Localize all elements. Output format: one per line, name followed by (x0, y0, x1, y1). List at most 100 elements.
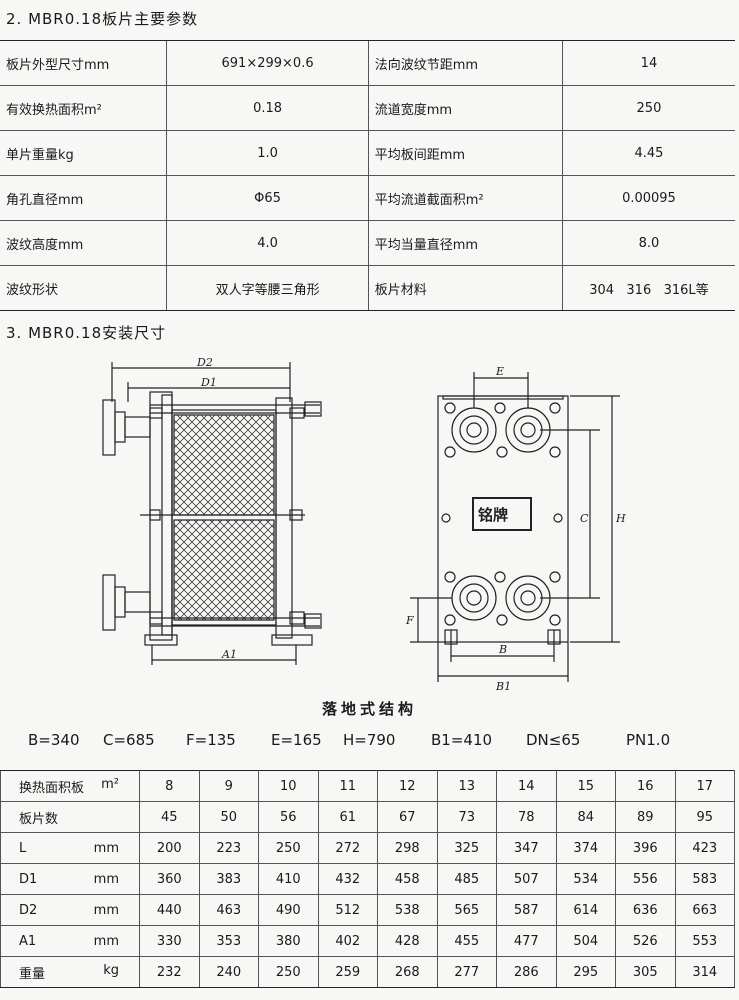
dimension-value: E=165 (271, 731, 322, 749)
param-value: 304 316 316L等 (561, 265, 735, 311)
param-label: 法向波纹节距mm (367, 40, 563, 86)
spec-cell: 268 (377, 956, 438, 988)
spec-row-label: D2 (19, 902, 38, 918)
param-label: 波纹形状 (0, 265, 167, 311)
param-label: 平均当量直径mm (367, 220, 563, 266)
param-value: Φ65 (166, 175, 369, 221)
label-e: E (495, 365, 504, 378)
spec-row-unit: mm (93, 933, 119, 949)
spec-cell: 330 (139, 925, 200, 957)
spec-cell: 455 (436, 925, 497, 957)
spec-row-header: 重量 kg (0, 956, 140, 988)
spec-cell: 553 (674, 925, 735, 957)
spec-row-unit: kg (103, 962, 119, 978)
installation-drawings: D2 D1 A1 (102, 356, 626, 693)
label-h: H (615, 512, 626, 525)
spec-cell: 298 (377, 832, 438, 864)
spec-cell: 347 (496, 832, 557, 864)
spec-cell: 314 (674, 956, 735, 988)
spec-row-unit: mm (93, 902, 119, 918)
dimension-value: PN1.0 (626, 731, 671, 749)
spec-cell: 305 (615, 956, 676, 988)
spec-cell: 45 (139, 801, 200, 833)
spec-cell: 10 (258, 770, 319, 802)
label-d1: D1 (200, 376, 217, 389)
dimension-value: B=340 (28, 731, 80, 749)
spec-cell: 485 (436, 863, 497, 895)
spec-cell: 17 (674, 770, 735, 802)
spec-cell: 396 (615, 832, 676, 864)
spec-cell: 583 (674, 863, 735, 895)
param-label: 板片外型尺寸mm (0, 40, 167, 86)
spec-row-label: 换热面积板 (19, 780, 85, 796)
spec-cell: 67 (377, 801, 438, 833)
param-value: 1.0 (166, 130, 369, 176)
spec-cell: 490 (258, 894, 319, 926)
label-b: B (498, 643, 507, 656)
spec-cell: 614 (555, 894, 616, 926)
dimension-value: C=685 (103, 731, 155, 749)
spec-row-label: 重量 (19, 966, 46, 982)
spec-cell: 526 (615, 925, 676, 957)
spec-cell: 663 (674, 894, 735, 926)
spec-cell: 16 (615, 770, 676, 802)
param-value: 691×299×0.6 (166, 40, 369, 86)
param-label: 有效换热面积m² (0, 85, 167, 131)
spec-cell: 15 (555, 770, 616, 802)
spec-cell: 512 (317, 894, 378, 926)
spec-cell: 463 (198, 894, 259, 926)
spec-row-unit: mm (93, 871, 119, 887)
spec-cell: 538 (377, 894, 438, 926)
label-d2: D2 (196, 356, 213, 369)
param-value: 双人字等腰三角形 (166, 265, 369, 311)
spec-cell: 440 (139, 894, 200, 926)
spec-row-header: 板片数 (0, 801, 140, 833)
param-value: 8.0 (561, 220, 735, 266)
spec-cell: 13 (436, 770, 497, 802)
param-value: 0.00095 (561, 175, 735, 221)
dimension-value: B1=410 (431, 731, 493, 749)
param-value: 14 (561, 40, 735, 86)
spec-cell: 504 (555, 925, 616, 957)
spec-cell: 507 (496, 863, 557, 895)
param-label: 平均板间距mm (367, 130, 563, 176)
spec-cell: 14 (496, 770, 557, 802)
spec-cell: 636 (615, 894, 676, 926)
dimension-value: H=790 (343, 731, 396, 749)
spec-cell: 458 (377, 863, 438, 895)
front-view-drawing (410, 372, 620, 682)
param-value: 4.45 (561, 130, 735, 176)
dimension-value: F=135 (186, 731, 236, 749)
side-view-drawing (102, 362, 322, 665)
spec-cell: 402 (317, 925, 378, 957)
spec-cell: 73 (436, 801, 497, 833)
nameplate-label: 铭牌 (478, 506, 508, 524)
spec-cell: 259 (317, 956, 378, 988)
spec-row-unit: mm (93, 840, 119, 856)
spec-cell: 11 (317, 770, 378, 802)
section3-title: 3. MBR0.18安装尺寸 (6, 324, 167, 342)
spec-cell: 95 (674, 801, 735, 833)
param-value: 250 (561, 85, 735, 131)
spec-cell: 534 (555, 863, 616, 895)
spec-cell: 277 (436, 956, 497, 988)
dimension-value: DN≤65 (526, 731, 581, 749)
label-b1: B1 (495, 680, 511, 693)
